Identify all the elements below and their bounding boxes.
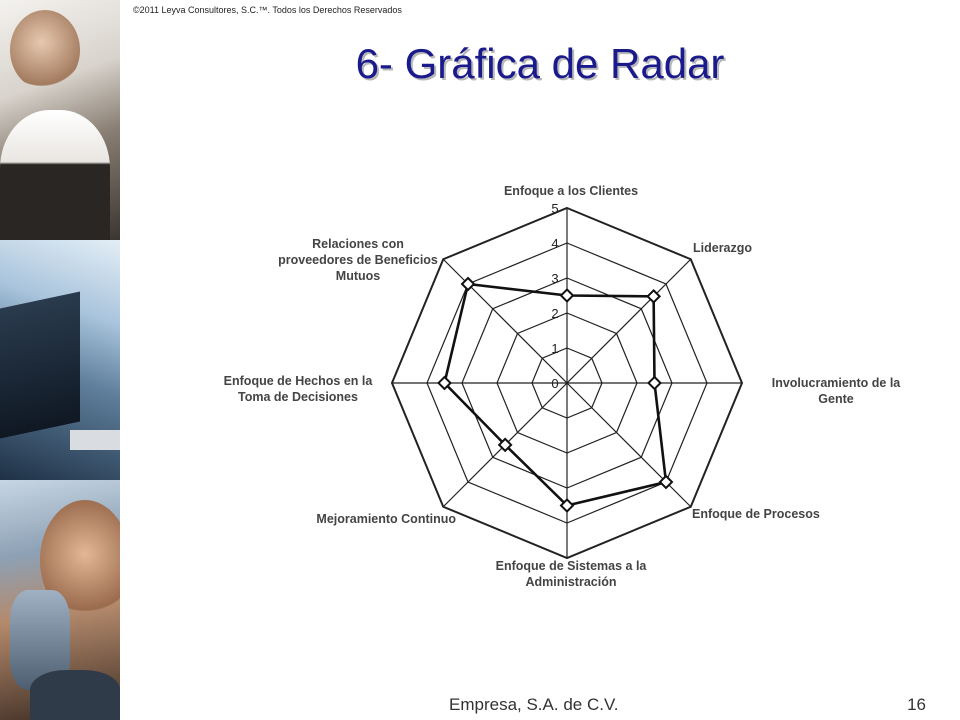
tick-label-2: 2 bbox=[551, 306, 558, 321]
photo-man-on-phone bbox=[0, 480, 120, 720]
radar-grid bbox=[390, 206, 744, 560]
series-point-6 bbox=[437, 375, 452, 391]
tick-label-1: 1 bbox=[551, 341, 558, 356]
axis-label-6: Enfoque de Hechos en la Toma de Decisione… bbox=[224, 374, 374, 404]
axis-label-line: Enfoque de Sistemas a la bbox=[496, 559, 648, 573]
photo-shape bbox=[0, 291, 80, 439]
series-point-2 bbox=[647, 375, 662, 391]
axis-label-line: Involucramiento de la bbox=[772, 376, 902, 390]
series-point-7 bbox=[460, 276, 476, 292]
radar-chart: 0 1 2 3 4 5 Enfoque a los ClientesLiderazgoIn… bbox=[224, 184, 902, 589]
copyright-notice: ©2011 Leyva Consultores, S.C.™. Todos lo… bbox=[133, 5, 402, 15]
footer-company: Empresa, S.A. de C.V. bbox=[449, 695, 619, 714]
photo-shape bbox=[0, 110, 110, 240]
axis-label-5: Mejoramiento Continuo bbox=[316, 512, 456, 526]
axis-label-line: Liderazgo bbox=[693, 241, 752, 255]
axis-label-line: Toma de Decisiones bbox=[238, 390, 358, 404]
photo-businessman-reading bbox=[0, 0, 120, 240]
series-point-4 bbox=[559, 498, 575, 513]
axis-label-2: Involucramiento de la Gente bbox=[772, 376, 902, 406]
axis-label-4: Enfoque de Sistemas a la Administración bbox=[496, 559, 648, 589]
grid-spoke-3 bbox=[566, 382, 692, 508]
photo-strip bbox=[0, 0, 120, 720]
axis-label-line: Enfoque de Hechos en la bbox=[224, 374, 374, 388]
radar-series bbox=[437, 276, 674, 513]
photo-shape bbox=[70, 430, 120, 450]
photo-shape bbox=[10, 10, 80, 90]
axis-label-line: Enfoque a los Clientes bbox=[504, 184, 638, 198]
tick-label-3: 3 bbox=[551, 271, 558, 286]
axis-label-line: Relaciones con bbox=[312, 237, 404, 251]
photo-shape bbox=[30, 670, 120, 720]
axis-label-1: Liderazgo bbox=[693, 241, 752, 255]
tick-label-0: 0 bbox=[551, 376, 558, 391]
slide-title: 6- Gráfica de Radar bbox=[355, 40, 725, 87]
axis-label-line: Enfoque de Procesos bbox=[692, 507, 820, 521]
axis-label-line: Mejoramiento Continuo bbox=[316, 512, 456, 526]
axis-label-line: Administración bbox=[526, 575, 617, 589]
tick-label-4: 4 bbox=[551, 236, 558, 251]
axis-label-line: Gente bbox=[818, 392, 853, 406]
grid-spoke-7 bbox=[442, 258, 568, 384]
series-point-0 bbox=[559, 288, 575, 303]
grid-spoke-1 bbox=[566, 258, 692, 384]
axis-label-0: Enfoque a los Clientes bbox=[504, 184, 638, 198]
axis-label-3: Enfoque de Procesos bbox=[692, 507, 820, 521]
series-point-3 bbox=[658, 474, 674, 490]
series-point-5 bbox=[497, 437, 513, 453]
tick-label-5: 5 bbox=[551, 201, 558, 216]
axis-label-line: Mutuos bbox=[336, 269, 380, 283]
page-number: 16 bbox=[907, 695, 926, 714]
radar-axis-labels: Enfoque a los ClientesLiderazgoInvolucra… bbox=[224, 184, 902, 589]
axis-label-line: proveedores de Beneficios bbox=[278, 253, 438, 267]
photo-laptop-phone bbox=[0, 240, 120, 480]
series-point-1 bbox=[646, 288, 662, 304]
radar-tick-labels: 0 1 2 3 4 5 bbox=[551, 201, 558, 391]
